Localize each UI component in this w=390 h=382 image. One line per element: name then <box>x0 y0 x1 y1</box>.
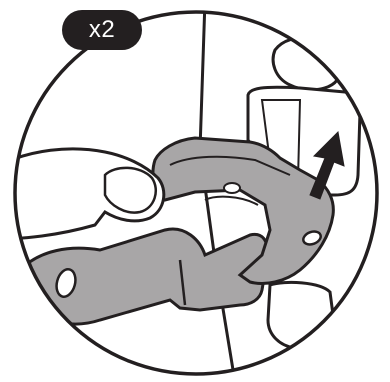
quantity-badge: x2 <box>62 10 142 50</box>
panel-hole <box>273 38 340 90</box>
bracket-pin <box>224 183 240 193</box>
thumbnail <box>105 168 156 213</box>
